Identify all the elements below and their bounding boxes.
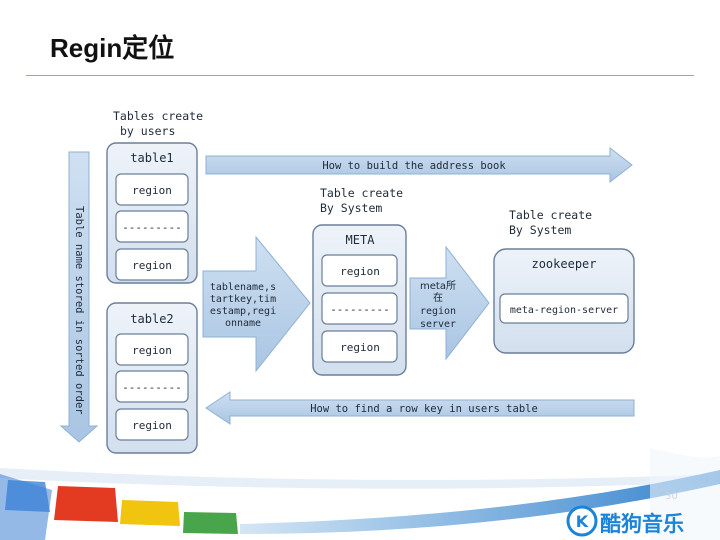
meta-region-1-cell: [321, 254, 398, 287]
key-line-3: estamp,regi: [210, 306, 276, 317]
meta-system-label-2: By System: [320, 201, 382, 215]
table1-region-1: region: [132, 184, 172, 197]
address-book-arrow: How to build the address book: [205, 146, 633, 184]
meta-location-line-3: region: [420, 306, 456, 317]
tables-user-label-1: Tables create: [113, 109, 203, 123]
table1-region-2: region: [132, 259, 172, 272]
meta-separator-cell: [321, 292, 398, 325]
meta-location-arrow: meta所 在 region server: [409, 245, 490, 361]
brand-name: 酷狗音乐: [600, 512, 684, 536]
zk-system-label-1: Table create: [509, 208, 592, 222]
footer-decoration: [0, 448, 720, 540]
table1-separator-cell: [115, 210, 189, 243]
find-row-key-arrow: How to find a row key in users table: [205, 391, 635, 425]
page-number: 30: [665, 491, 678, 502]
meta-region-server-cell: [499, 293, 629, 324]
meta-region-2-cell: [321, 330, 398, 363]
zookeeper-label: zookeeper: [531, 257, 596, 271]
table2-label: table2: [130, 312, 173, 326]
meta-table-box: META region --------- region: [312, 224, 407, 376]
table2-box: table2 region --------- region: [106, 302, 198, 454]
brand-logo-icon: K: [566, 505, 598, 537]
meta-region-1: region: [340, 265, 380, 278]
table1-separator: ---------: [122, 221, 182, 234]
meta-location-line-2: 在: [433, 292, 443, 304]
table1-label: table1: [130, 151, 173, 165]
table2-region-2-cell: [115, 408, 189, 441]
table2-separator-cell: [115, 370, 189, 403]
meta-region-server-label: meta-region-server: [510, 305, 618, 316]
table2-separator: ---------: [122, 381, 182, 394]
meta-region-2: region: [340, 341, 380, 354]
key-arrow: tablename,s tartkey,tim estamp,regi onna…: [202, 235, 311, 373]
page-title: Regin定位: [50, 33, 175, 63]
key-line-4: onname: [225, 318, 261, 329]
brand-icon-letter: K: [576, 512, 589, 531]
zk-system-label-2: By System: [509, 223, 571, 237]
table2-region-2: region: [132, 419, 172, 432]
meta-system-label-1: Table create: [320, 186, 403, 200]
table1-region-2-cell: [115, 248, 189, 281]
key-line-1: tablename,s: [210, 282, 276, 293]
meta-label: META: [346, 233, 376, 247]
find-row-key-text: How to find a row key in users table: [310, 403, 538, 415]
sorted-order-text: Table name stored in sorted order: [73, 206, 85, 415]
table2-region-1: region: [132, 344, 172, 357]
table1-region-1-cell: [115, 173, 189, 206]
zookeeper-box: zookeeper meta-region-server: [493, 248, 635, 354]
tables-user-label-2: by users: [120, 124, 175, 138]
meta-location-line-4: server: [420, 319, 456, 330]
sorted-order-arrow: Table name stored in sorted order: [59, 151, 99, 443]
table2-region-1-cell: [115, 333, 189, 366]
key-line-2: tartkey,tim: [210, 294, 276, 305]
meta-location-line-1: meta所: [420, 280, 456, 292]
table1-box: table1 region --------- region: [106, 142, 198, 284]
meta-separator: ---------: [330, 303, 390, 316]
address-book-text: How to build the address book: [322, 160, 506, 172]
title-divider: [26, 75, 694, 76]
